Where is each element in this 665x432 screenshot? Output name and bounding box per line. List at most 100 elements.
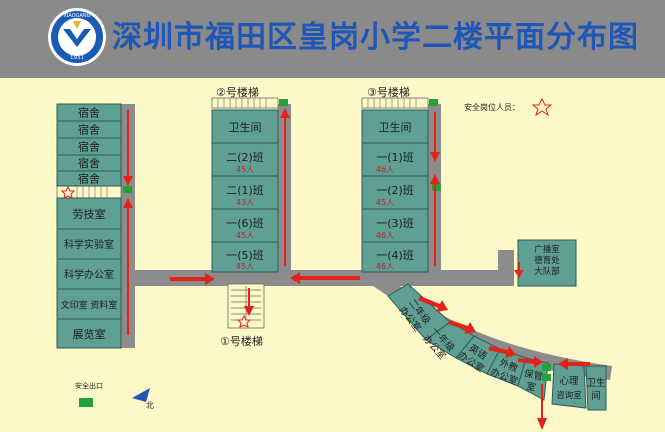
classroom-1-4: 一(4)班 46人 [361, 241, 429, 273]
room-label: 保管 [523, 367, 544, 383]
classroom-1-1: 一(1)班 46人 [361, 142, 429, 177]
dorm-room: 宿舍 [56, 103, 122, 122]
staircase-3 [361, 97, 429, 109]
room-label: 宿舍 [78, 106, 100, 120]
arrow-down-icon [123, 110, 133, 186]
room-exhibition: 展览室 [56, 318, 122, 349]
arrow-down-icon [537, 384, 547, 430]
class-count: 45人 [236, 231, 254, 240]
room-label: 宿舍 [78, 123, 100, 137]
stair-2-label: ②号楼梯 [216, 85, 259, 99]
room-label: 广播室 [534, 244, 560, 255]
room-label: 宿舍 [78, 140, 100, 154]
north-arrow-icon [132, 388, 150, 402]
exit-sign-icon [123, 186, 132, 193]
arrow-down-icon [514, 262, 524, 278]
corridor-curve [373, 286, 612, 380]
room-label: 间 [591, 390, 601, 402]
curved-wing: 二年级 办公室 一年级 办公室 英语 办公室 外教 办公室 [387, 283, 607, 411]
dorm-room: 宿舍 [56, 170, 122, 187]
floor-plan: ②号楼梯 ③号楼梯 ①号楼梯 宿舍 宿舍 宿舍 宿舍 宿舍 劳技室 [56, 85, 612, 430]
dorm-room: 宿舍 [56, 137, 122, 156]
class-name: 二(2)班 [226, 151, 264, 164]
arrow-down-icon [430, 112, 440, 162]
stair-3-label: ③号楼梯 [367, 85, 410, 99]
exit-sign-icon [542, 364, 551, 371]
class-name: 一(6)班 [226, 217, 264, 230]
legend-exit-icon [79, 398, 93, 407]
class-count: 46人 [376, 231, 394, 240]
room-print: 文印室 资料室 [56, 288, 122, 320]
header-bar: 1931 XIAOGANG 深圳市福田区皇岗小学二楼平面分布图 [0, 0, 665, 78]
classroom-1-5: 一(5)班 45人 [211, 241, 279, 273]
page-title: 深圳市福田区皇岗小学二楼平面分布图 [112, 20, 639, 55]
right-block: 卫生间 一(1)班 46人 一(2)班 45人 一(3)班 46人 一(4)班 … [361, 109, 429, 273]
arrow-right-icon [170, 273, 215, 285]
stair-1-label: ①号楼梯 [220, 334, 263, 348]
dorm-room: 宿舍 [56, 120, 122, 139]
class-count: 45人 [236, 262, 254, 271]
safety-staff-icon [60, 185, 76, 199]
arrow-icon [518, 356, 543, 368]
middle-block: 卫生间 二(2)班 45人 二(1)班 43人 一(6)班 45人 一(5)班 … [211, 109, 279, 273]
exit-signs [123, 99, 551, 381]
class-name: 一(2)班 [376, 184, 414, 197]
logo-text: XIAOGANG [63, 13, 90, 19]
classroom-1-3: 一(3)班 46人 [361, 208, 429, 243]
room-label: 大队部 [534, 266, 560, 277]
room-label: 文印室 资料室 [61, 299, 118, 311]
room-labour: 劳技室 [56, 197, 122, 230]
room-label: 宿舍 [78, 156, 100, 170]
arrow-icon [418, 296, 448, 312]
class-name: 一(3)班 [376, 217, 414, 230]
room-label: 宿舍 [78, 172, 100, 186]
exit-sign-icon [542, 374, 551, 381]
arrow-left-icon [290, 272, 360, 284]
exit-sign-icon [432, 184, 441, 191]
exit-sign-icon [429, 99, 438, 106]
room-label: 卫生间 [379, 120, 412, 134]
school-logo: 1931 XIAOGANG [48, 8, 106, 66]
safety-staff-label: 安全岗位人员： [464, 102, 520, 112]
classroom-1-2: 一(2)班 45人 [361, 175, 429, 210]
staircase-2 [211, 97, 279, 109]
logo-year: 1931 [70, 55, 84, 61]
room-label: 德育处 [534, 255, 560, 266]
arrow-left-icon [558, 358, 590, 370]
class-name: 二(1)班 [226, 184, 264, 197]
dorm-room: 宿舍 [56, 154, 122, 172]
safety-staff-icon [236, 314, 252, 328]
room-label: 卫生间 [229, 120, 262, 134]
corridor-connector [498, 250, 514, 286]
class-count: 43人 [236, 198, 254, 207]
counseling-room: 心理 咨询室 [551, 363, 587, 409]
office-grade-1: 一年级 办公室 [420, 321, 475, 362]
broadcast-room: 广播室 德育处 大队部 [517, 239, 577, 287]
arrow-up-icon [280, 108, 290, 266]
room-science-office: 科学办公室 [56, 258, 122, 290]
legend-exit-label: 安全出口 [75, 381, 103, 390]
classroom-2-2: 二(2)班 45人 [211, 142, 279, 177]
toilet-right: 卫生间 [361, 109, 429, 144]
class-name: 一(1)班 [376, 151, 414, 164]
evacuation-arrows [123, 108, 590, 430]
north-label: 北 [146, 401, 154, 410]
arrow-up-icon [123, 198, 133, 335]
legend: 安全出口 北 [75, 381, 154, 410]
class-name: 一(5)班 [226, 249, 264, 262]
room-label: 展览室 [73, 327, 106, 341]
arrow-down-icon [244, 288, 254, 316]
room-label: 咨询室 [556, 390, 582, 401]
class-count: 46人 [376, 262, 394, 271]
safety-staff-markers [60, 97, 553, 328]
room-label: 卫生 [586, 377, 606, 389]
room-label: 科学办公室 [64, 268, 114, 281]
room-science-lab: 科学实验室 [56, 228, 122, 260]
safety-staff-icon [531, 97, 553, 117]
class-count: 45人 [236, 165, 254, 174]
arrow-icon [488, 346, 516, 358]
classroom-2-1: 二(1)班 43人 [211, 175, 279, 210]
room-label: 科学实验室 [64, 238, 114, 251]
exit-sign-icon [279, 99, 288, 106]
toilet-mid: 卫生间 [211, 109, 279, 144]
